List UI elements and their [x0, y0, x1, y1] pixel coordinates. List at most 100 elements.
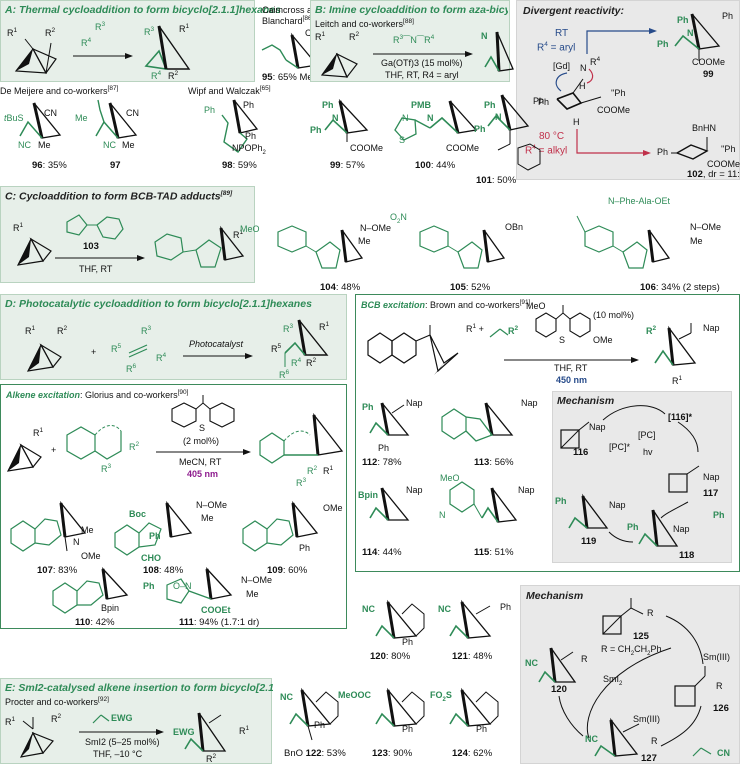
reaction-arrow-e [79, 729, 164, 735]
bcb-reactant-icon [6, 443, 42, 472]
n-label: N [427, 113, 434, 123]
smi2-label: SmI2 [603, 674, 623, 687]
r2-label: R2 [349, 31, 360, 42]
compound-123-structure [375, 687, 425, 727]
reaction-arrow-c [55, 255, 145, 261]
amide-label: N–OMe [196, 500, 228, 510]
me-label: Me [358, 236, 371, 246]
n-label: N [439, 510, 446, 520]
o2n-label: O2N [390, 212, 407, 225]
plus-sign: + [51, 445, 57, 455]
r2-label: R2 [646, 325, 657, 336]
sm3-label: Sm(III) [633, 714, 660, 724]
r4-label: R4 [590, 56, 601, 67]
nap-label: Nap [521, 398, 538, 408]
compound-100-structure [394, 100, 478, 141]
product-99-structure [674, 13, 721, 61]
amide-label: N–OMe [241, 575, 273, 585]
ome-label: OMe [81, 551, 101, 561]
compound-121-yield: 121: 48% [452, 651, 493, 662]
meo-label: MeO [526, 301, 546, 311]
meo-label: MeO [240, 224, 260, 234]
compound-95-label: 95: 65% Me [262, 72, 313, 83]
ptad-reagent-icon [66, 214, 124, 240]
panel-c-title: C: Cycloaddition to form BCB-TAD adducts… [5, 190, 233, 203]
compound-97-structure [95, 99, 138, 139]
ph-label: Ph [627, 522, 639, 532]
compound-107-structure [10, 500, 87, 552]
panel-c-conditions: THF, RT [79, 264, 113, 274]
coome-label: COOMe [446, 143, 480, 153]
mechanism-125-structure [602, 598, 644, 635]
compound-123-yield: 123: 90% [372, 748, 413, 759]
obn-label: OBn [505, 222, 524, 232]
compound-105-structure [419, 225, 506, 269]
panel-a-title: A: Thermal cycloaddition to form bicyclo… [5, 4, 281, 16]
me-label: Me [38, 140, 51, 150]
alkene-icon [128, 344, 148, 358]
acyl-bcb-reactant-icon [19, 717, 54, 758]
nap-label: Nap [589, 422, 606, 432]
demeijere-author: De Meijere and co-workers[87] [0, 85, 119, 96]
wipf-author: Wipf and Walczak[65] [188, 85, 271, 96]
fo2s-label: FO2S [430, 690, 452, 703]
compound-110-yield: 110: 42% [75, 617, 115, 628]
r1-label: R1 + [466, 323, 484, 334]
compound-98-label: 98: 59% [222, 160, 257, 171]
panel-e-author: Procter and co-workers[92] [5, 696, 109, 707]
r4-label: R4 [291, 357, 302, 368]
gd-label: [Gd] [553, 61, 571, 71]
mechanism-title: Mechanism [526, 590, 584, 602]
compound-113-yield: 113: 56% [474, 457, 514, 468]
r2-label: R2 [307, 465, 318, 476]
r1-label: R1 [315, 31, 326, 42]
panel-e-conditions-2: THF, –10 °C [93, 749, 143, 759]
alkene-excitation-header: Alkene excitation: Glorius and co-worker… [6, 389, 189, 400]
compound-101-structure [487, 94, 541, 171]
compound-105-yield: 105: 52% [450, 282, 491, 293]
ph-label: Ph [722, 11, 734, 21]
plus-sign: + [91, 347, 97, 357]
compound-109-yield: 109: 60% [267, 565, 308, 576]
compound-114-structure [369, 487, 410, 521]
bcb-reactant-icon [16, 237, 52, 266]
r1-product-label: R1 [179, 23, 190, 34]
isoxazolidine-label: O–N [173, 581, 192, 591]
ph-label: Ph [149, 531, 161, 541]
divergent-reactivity-panel: Divergent reactivity: RT R4 = aryl Ph N … [516, 0, 740, 180]
panel-b-title: B: Imine cycloaddition to form aza-bicyc… [315, 4, 508, 16]
r-label: R [716, 681, 723, 691]
compound-102-label: 102, dr = 11:1 [687, 169, 740, 180]
catalyst-loading: (10 mol%) [593, 310, 635, 320]
naphthyl-ketone-bcb-icon [367, 325, 459, 375]
coome-label: COOMe [597, 105, 631, 115]
compound-118: 118 [679, 550, 695, 561]
h-label: H [573, 117, 580, 127]
rt-arrow [586, 28, 657, 54]
ph-label: Ph [299, 543, 311, 553]
compound-100-yield: 100: 44% [415, 160, 456, 171]
alkene-excitation-product-icon [259, 412, 344, 464]
r4-label: R4 [156, 352, 167, 363]
bcb-reactant-icon [14, 38, 57, 75]
me-label: Me [75, 113, 88, 123]
r4-product-label: R4 [151, 70, 162, 81]
bnhn-label: BnHN [692, 123, 717, 133]
r1-label: R1 [33, 427, 44, 438]
n-label: N [481, 31, 488, 41]
compound-107-yield: 107: 83% [37, 565, 78, 576]
dihydronaphthalene-icon [66, 425, 122, 460]
ph-label: Ph [245, 131, 257, 141]
r1-label: R1 [319, 321, 330, 332]
rt-label: RT [555, 28, 569, 39]
nc-label: NC [362, 604, 375, 614]
compound-122-structure [289, 687, 339, 741]
ph-label: Ph [500, 602, 512, 612]
nap-label: Nap [673, 524, 690, 534]
compound-117: 117 [703, 488, 719, 499]
me-label: Me [201, 513, 214, 523]
nc-label: NC [18, 140, 31, 150]
amide-label: N–OMe [360, 223, 392, 233]
ph-label: Ph [538, 97, 550, 107]
compound-113-structure [441, 402, 514, 442]
